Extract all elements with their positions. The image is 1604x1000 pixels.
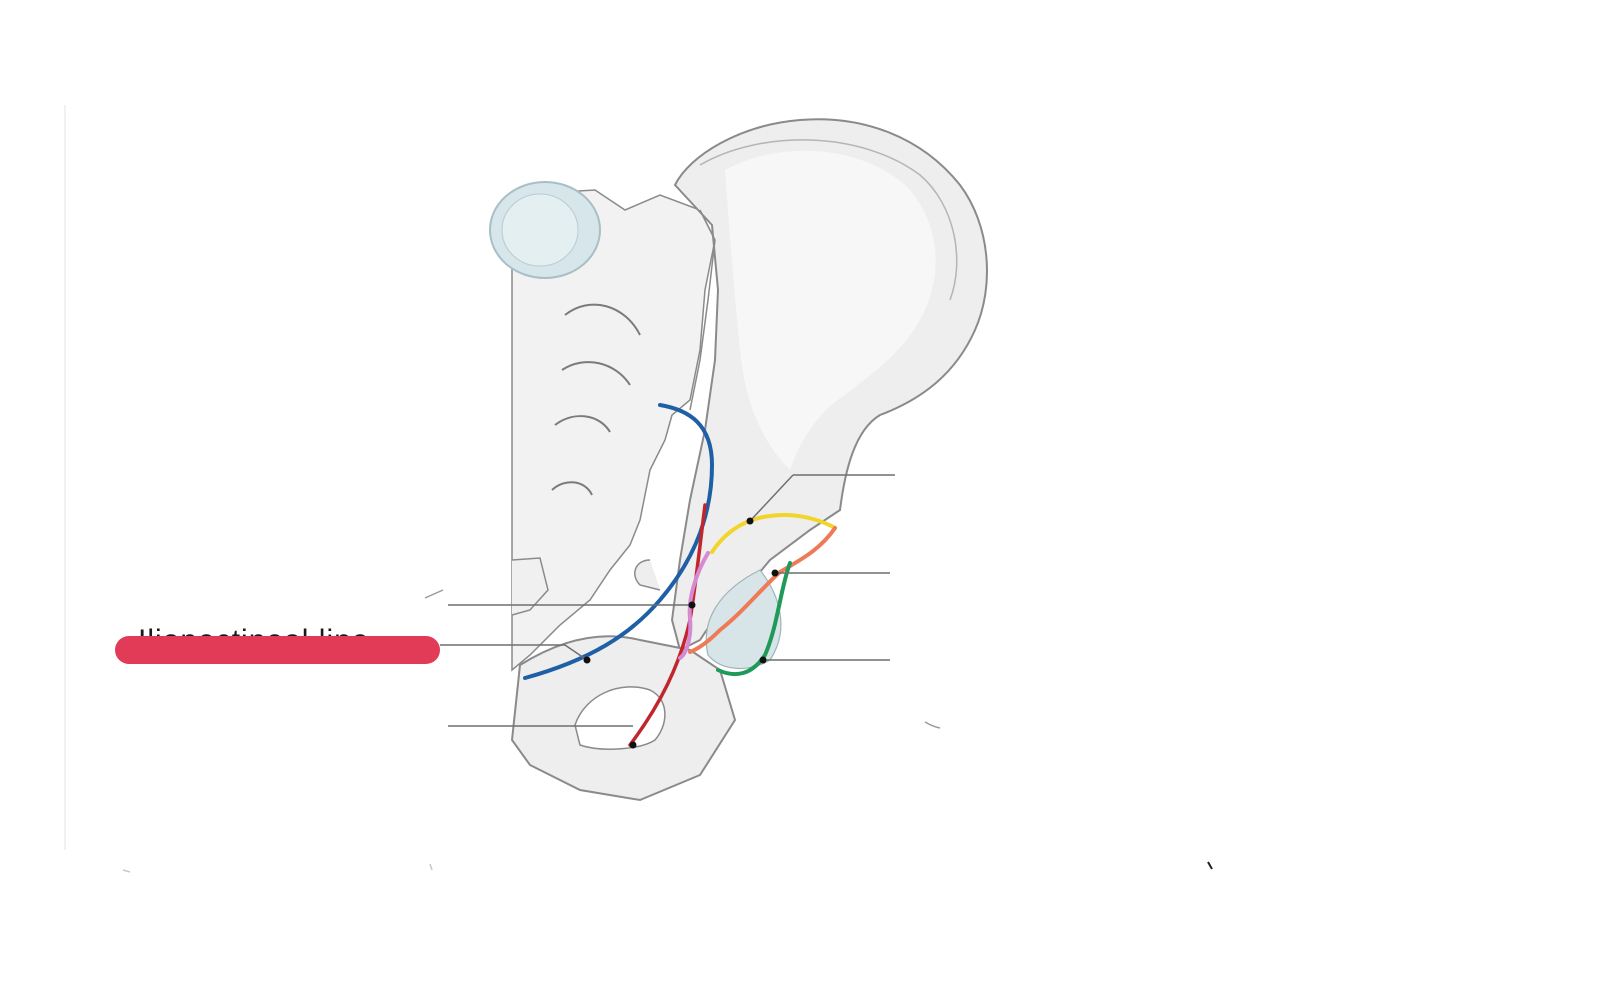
- obturator-foramen: [574, 686, 666, 750]
- colored-lines: [523, 403, 837, 747]
- artifact-mark: [122, 869, 131, 873]
- green-line: [716, 561, 792, 677]
- marker-dot: [688, 601, 696, 609]
- pink-line: [678, 551, 710, 660]
- marker-dot: [583, 656, 591, 664]
- sacrum-body: [511, 189, 716, 672]
- artifact-mark: [424, 589, 444, 599]
- sacral-foramen-2: [561, 361, 631, 386]
- sacral-foramen-3: [554, 415, 611, 433]
- marker-dot: [759, 656, 767, 664]
- marker-dot: [771, 569, 779, 577]
- marker-dot: [746, 517, 754, 525]
- sacrum: [489, 181, 716, 672]
- leader-line-left-middle: [440, 644, 588, 661]
- ischial-spine: [634, 559, 661, 591]
- highlight-bar: [115, 636, 440, 664]
- yellow-line: [710, 512, 837, 554]
- marker-dot: [629, 741, 637, 749]
- iliac-crest-inner: [699, 139, 958, 301]
- iliac-fossa-highlight: [725, 150, 936, 470]
- artifact-mark: [924, 721, 941, 729]
- hip-bone: [510, 118, 988, 802]
- leader-line-upper-right: [749, 474, 794, 522]
- blue-line: [523, 403, 715, 680]
- marker-dots: [583, 517, 779, 749]
- sacroiliac-joint: [689, 209, 716, 411]
- coccyx: [511, 557, 549, 616]
- artifact-mark: [429, 863, 433, 871]
- leader-lines: [440, 474, 895, 727]
- artifact-mark: [1207, 861, 1213, 870]
- sacral-foramen-4: [551, 481, 593, 496]
- sacral-foramen-1: [564, 303, 641, 336]
- orange-line: [688, 526, 837, 654]
- sacral-disc-inner: [501, 193, 579, 267]
